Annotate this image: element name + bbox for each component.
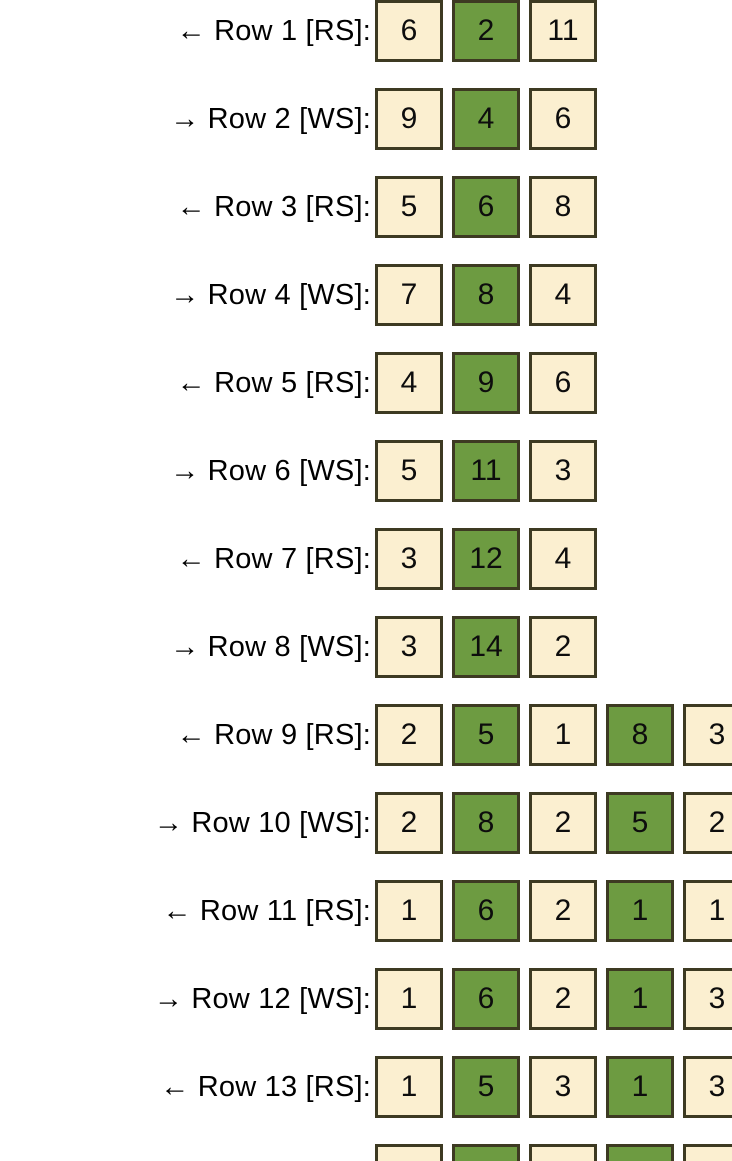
stitch-cell: 6 <box>375 0 443 62</box>
stitch-cell: 4 <box>529 528 597 590</box>
stitch-cell: 5 <box>452 704 520 766</box>
stitch-cell: 1 <box>606 1056 674 1118</box>
stitch-cell: 9 <box>375 88 443 150</box>
stitch-cell: 3 <box>529 440 597 502</box>
stitch-cell: 7 <box>375 264 443 326</box>
stitch-cell: 2 <box>452 0 520 62</box>
stitch-cell: 3 <box>683 1056 732 1118</box>
row-label: → Row 4 [WS]: <box>170 279 371 311</box>
stitch-cell: 6 <box>529 88 597 150</box>
row-label: → Row 2 [WS]: <box>170 103 371 135</box>
stitch-cell: 3 <box>375 616 443 678</box>
stitch-cell: 6 <box>452 176 520 238</box>
stitch-cell: 6 <box>529 352 597 414</box>
stitch-cell: 3 <box>375 528 443 590</box>
stitch-cell: 4 <box>529 264 597 326</box>
stitch-cell: 1 <box>606 1144 674 1161</box>
stitch-cell: 3 <box>683 968 732 1030</box>
stitch-cell: 4 <box>529 1144 597 1161</box>
stitch-cell: 1 <box>375 1144 443 1161</box>
stitch-cell: 5 <box>375 440 443 502</box>
stitch-cell: 2 <box>529 792 597 854</box>
stitch-cell: 5 <box>375 176 443 238</box>
stitch-cell: 4 <box>375 352 443 414</box>
stitch-cell: 4 <box>683 1144 732 1161</box>
row-label: → Row 8 [WS]: <box>170 631 371 663</box>
stitch-cell: 4 <box>452 88 520 150</box>
stitch-cell: 6 <box>452 880 520 942</box>
stitch-cell: 8 <box>452 792 520 854</box>
stitch-cell: 1 <box>606 968 674 1030</box>
stitch-cell: 3 <box>529 1056 597 1118</box>
stitch-cell: 2 <box>529 880 597 942</box>
row-label: → Row 14 [WS]: <box>0 1144 375 1161</box>
stitch-cell: 8 <box>529 176 597 238</box>
row-label: ← Row 5 [RS]: <box>176 367 371 399</box>
row-label: → Row 10 [WS]: <box>153 807 371 839</box>
stitch-cell: 2 <box>529 968 597 1030</box>
row-label: ← Row 1 [RS]: <box>176 15 371 47</box>
row-label: ← Row 7 [RS]: <box>176 543 371 575</box>
chart-row: → Row 14 [WS]:14414 <box>0 1144 732 1161</box>
stitch-cell: 1 <box>375 968 443 1030</box>
stitch-cell: 5 <box>452 1056 520 1118</box>
stitch-cell: 1 <box>606 880 674 942</box>
row-cells: 14414 <box>375 1144 732 1161</box>
stitch-cell: 11 <box>529 0 597 62</box>
stitch-cell: 1 <box>683 880 732 942</box>
row-label: → Row 12 [WS]: <box>153 983 371 1015</box>
stitch-cell: 1 <box>529 704 597 766</box>
stitch-cell: 2 <box>529 616 597 678</box>
row-label: ← Row 9 [RS]: <box>176 719 371 751</box>
stitch-cell: 14 <box>452 616 520 678</box>
stitch-cell: 5 <box>606 792 674 854</box>
stitch-cell: 1 <box>375 880 443 942</box>
stitch-cell: 8 <box>606 704 674 766</box>
stitch-cell: 12 <box>452 528 520 590</box>
stitch-cell: 2 <box>683 792 732 854</box>
stitch-cell: 2 <box>375 704 443 766</box>
row-label: ← Row 11 [RS]: <box>162 895 371 927</box>
stitch-cell: 1 <box>375 1056 443 1118</box>
row-label: ← Row 3 [RS]: <box>176 191 371 223</box>
row-label: → Row 6 [WS]: <box>170 455 371 487</box>
stitch-cell: 11 <box>452 440 520 502</box>
stitch-cell: 4 <box>452 1144 520 1161</box>
stitch-cell: 3 <box>683 704 732 766</box>
stitch-cell: 8 <box>452 264 520 326</box>
stitch-cell: 9 <box>452 352 520 414</box>
stitch-cell: 6 <box>452 968 520 1030</box>
stitch-cell: 2 <box>375 792 443 854</box>
row-label: ← Row 13 [RS]: <box>160 1071 371 1103</box>
